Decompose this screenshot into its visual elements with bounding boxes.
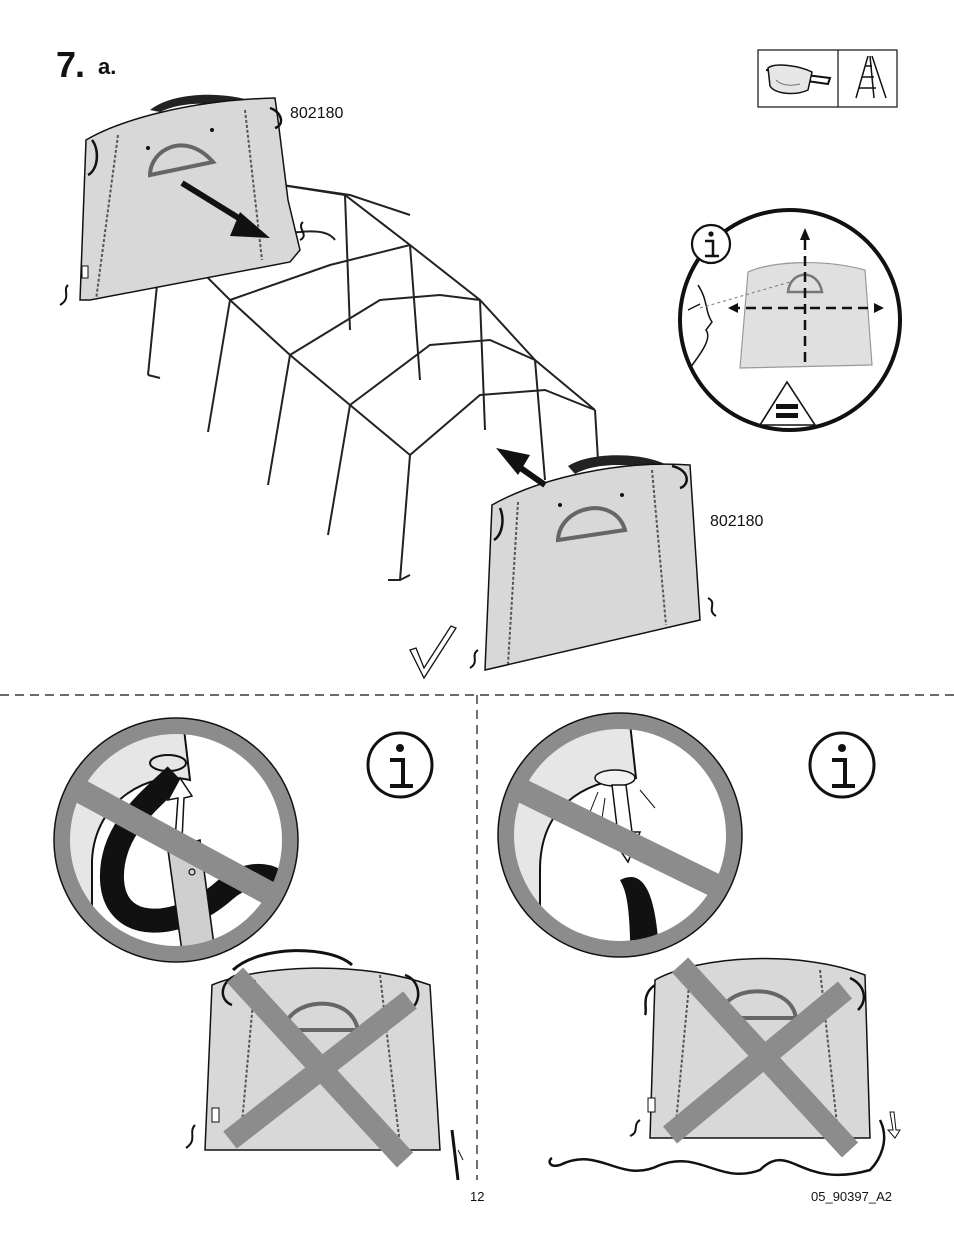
end-panel-top [60,95,304,305]
info-icon [692,225,730,263]
info-icon [368,733,432,797]
panel-incorrect-right [550,959,900,1175]
panel-incorrect-left [186,951,463,1180]
insert-arrow-bottom [496,448,545,485]
end-panel-bottom [470,455,716,670]
prohibited-detail-right [495,700,755,990]
tools-box [758,50,897,107]
checkmark-icon [410,626,456,678]
info-icon [810,733,874,797]
prohibited-detail-left [50,700,310,995]
